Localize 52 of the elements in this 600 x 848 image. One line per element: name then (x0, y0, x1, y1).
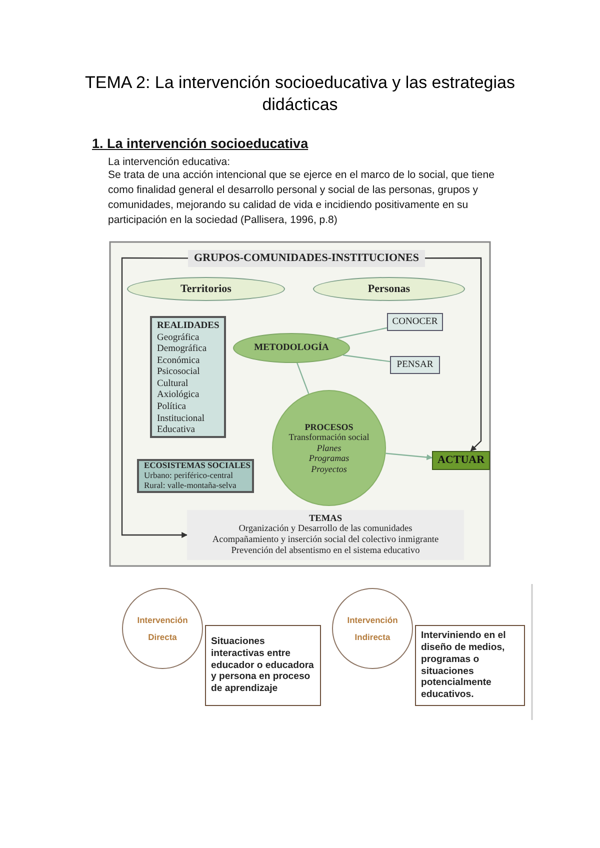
node-text: Cultural (157, 378, 188, 390)
heading: REALIDADES (157, 321, 220, 333)
node-text: Política (157, 402, 186, 414)
node-text: ACTUAR (437, 454, 485, 467)
node-text: Territorios (180, 282, 232, 296)
heading: PROCESOS (304, 422, 354, 432)
heading: ECOSISTEMAS SOCIALES (144, 461, 251, 472)
node-text: Programas (308, 453, 350, 464)
subheading: La intervención educativa: (108, 155, 231, 170)
node-text: METODOLOGÍA (254, 342, 329, 354)
connector-line (296, 362, 310, 394)
node-text: Planes (316, 442, 342, 454)
paragraph: Se trata de una acción intencional que se ejerce en el marco de lo social, que tiene como finalidad general el desarrollo personal y social de las personas, grupos y comunidades, mejorando su calidad de vida e incidiendo positivamente en su participación en la sociedad (Pallisera, 1996, p.8) (108, 168, 496, 228)
node-text: Proyectos (311, 464, 347, 474)
node-text: Personas (368, 282, 410, 296)
process-box (387, 313, 443, 331)
node-text: Acompañamiento y inserción social del colectivo inmigrante (212, 535, 439, 546)
node-text: CONOCER (392, 316, 438, 328)
connector-line (342, 354, 390, 362)
node-text: Interviniendo en el diseño de medios, programas o situaciones potencialmente educativos. (421, 630, 507, 702)
node-text: Económica (157, 356, 200, 367)
heading-box (188, 250, 425, 267)
list-box (150, 316, 226, 438)
node-text: Rural: valle-montaña-selva (144, 480, 236, 491)
node-text: GRUPOS-COMUNIDADES-INSTITUCIONES (194, 252, 419, 265)
node-text: Psicosocial (157, 367, 200, 379)
process-box (390, 356, 440, 374)
node-text: Organización y Desarrollo de las comunidades (238, 524, 412, 535)
node-text: Urbano: periférico-central (144, 471, 233, 481)
info-box (137, 459, 254, 493)
node-text: Transformación social (288, 432, 370, 443)
node-text: PENSAR (396, 360, 434, 370)
node-text: Educativa (157, 425, 195, 437)
node-text: Prevención del absentismo en el sistema educativo (231, 546, 420, 556)
heading: TEMAS (308, 514, 342, 524)
node-text: Axiológica (157, 390, 200, 402)
node-text: Intervención Directa (136, 614, 189, 644)
node-text: Geográfica (157, 332, 200, 344)
info-box (187, 510, 464, 560)
arrow (425, 257, 482, 452)
text-box (205, 625, 321, 706)
text-box (415, 625, 525, 706)
node-text: Demográfica (157, 344, 207, 356)
section-heading: 1. La intervención socioeducativa (92, 136, 310, 152)
arrow (121, 257, 188, 538)
connector-line (336, 327, 388, 340)
node-text: Institucional (157, 414, 204, 425)
node-text: Situaciones interactivas entre educador o educadora y persona en proceso de aprendizaje (211, 636, 315, 696)
arrow (386, 452, 433, 460)
title: TEMA 2: La intervención socioeducativa y las estrategias didácticas (84, 72, 516, 116)
process-box (432, 451, 490, 470)
node-text: Intervención Indirecta (346, 614, 399, 644)
